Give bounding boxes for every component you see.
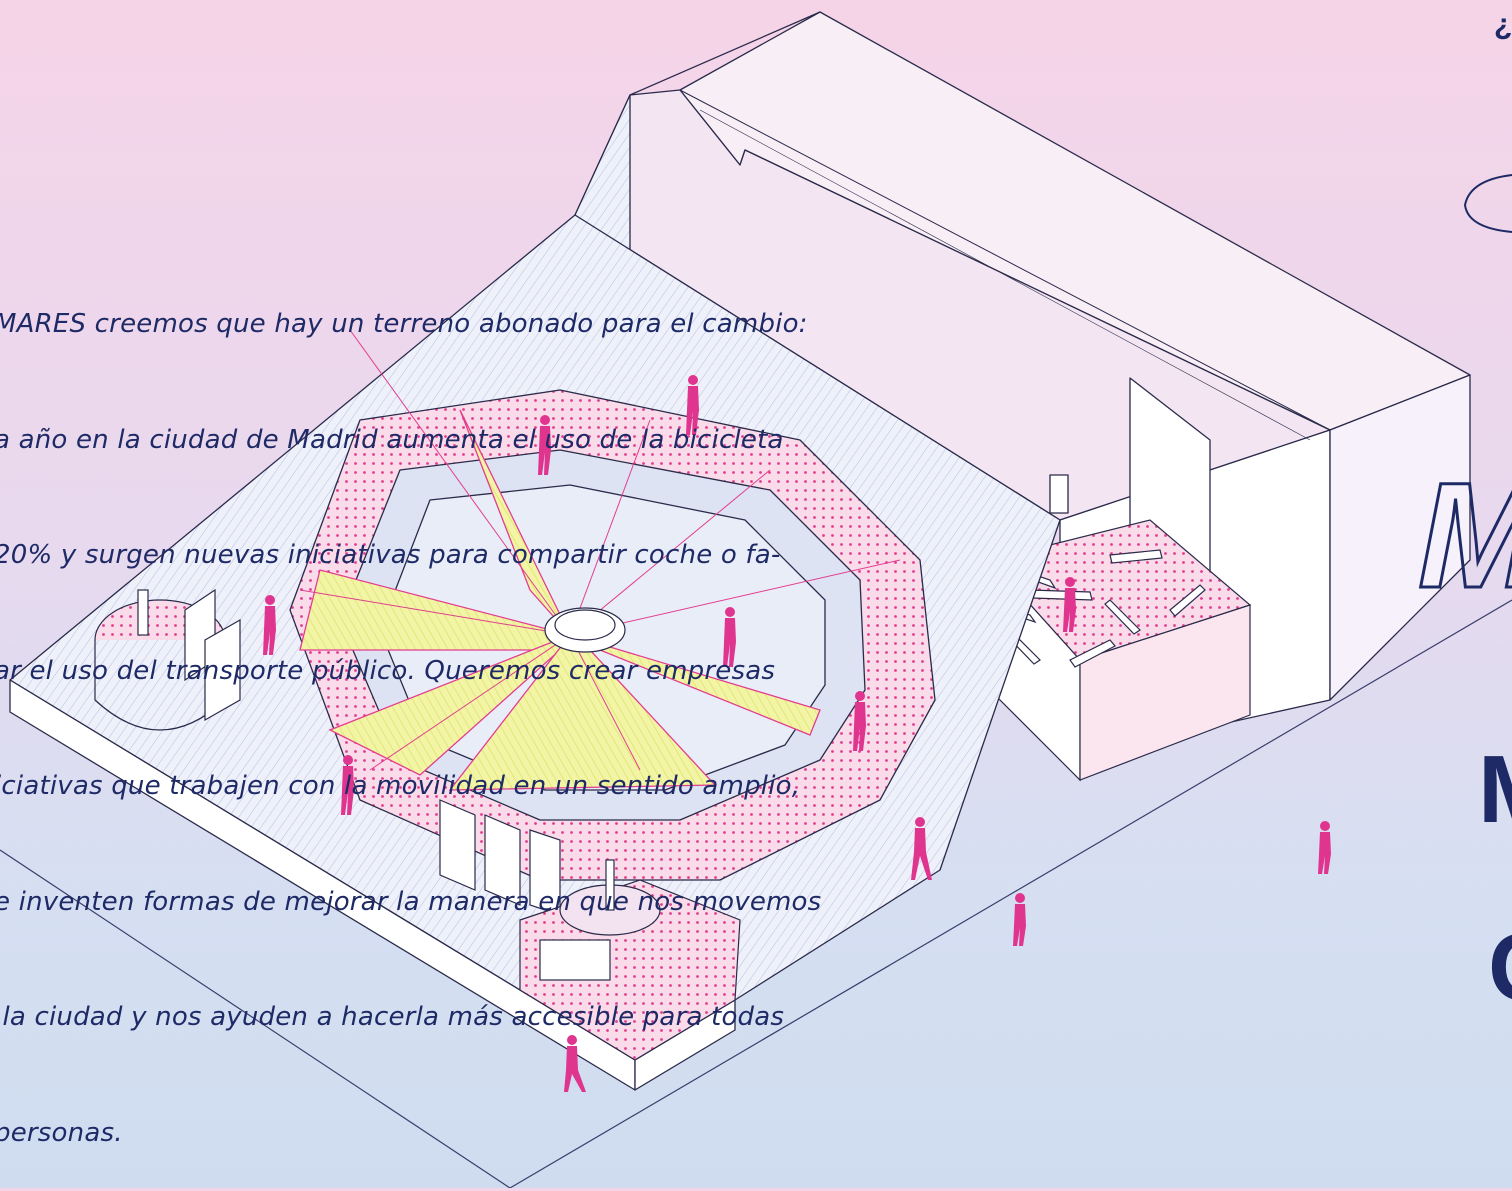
ground-plane: [0, 599, 1512, 1188]
paragraph-line: a año en la ciudad de Madrid aumenta el …: [0, 424, 784, 455]
paragraph-line: MARES creemos que hay un terreno abonado…: [0, 309, 808, 339]
paragraph-line: ar el uso del transporte público. Querem…: [0, 655, 776, 686]
paragraph-line: e inventen formas de mejorar la manera e…: [0, 886, 822, 917]
chimney-icon: [137, 589, 149, 636]
paragraph-line: iciativas que trabajen con la movilidad …: [0, 771, 801, 801]
front-pod: [519, 859, 741, 1061]
paragraph-line: personas.: [0, 1117, 123, 1148]
canopy-hub: [544, 607, 626, 653]
solar-panel-icon: [184, 588, 561, 916]
corner-question-mark: ¿: [1494, 8, 1512, 41]
speech-bubble-outline: [1463, 174, 1512, 233]
paragraph-line: la ciudad y nos ayuden a hacerla más acc…: [0, 1002, 785, 1032]
description-paragraph: MARES creemos que hay un terreno abonado…: [0, 228, 994, 1191]
canopy: [299, 329, 901, 791]
outline-letter: M: [1417, 459, 1512, 612]
solid-letter-c: C: [1488, 920, 1512, 1016]
solid-letter-m: M: [1478, 742, 1512, 838]
person-figure-icon: [263, 375, 1331, 1092]
paragraph-line: 20% y surgen nuevas iniciativas para com…: [0, 540, 781, 570]
